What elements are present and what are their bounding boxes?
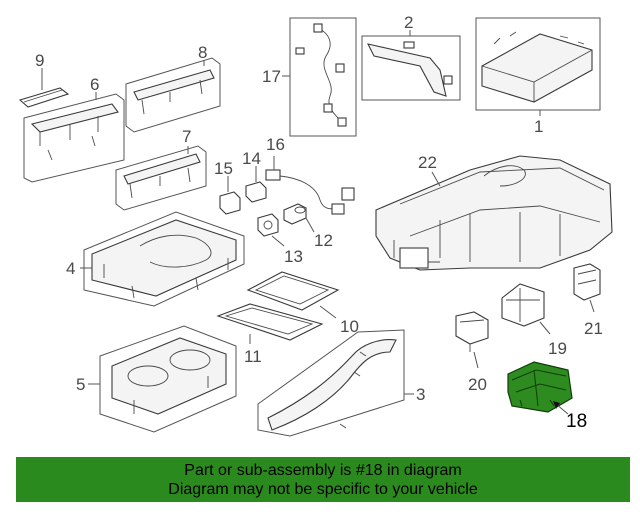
part-5-cup-holder xyxy=(99,325,237,433)
part-12-button xyxy=(283,203,307,225)
callout-4: 4 xyxy=(66,259,75,278)
callout-19: 19 xyxy=(548,339,567,358)
callout-10: 10 xyxy=(340,317,359,336)
callout-5: 5 xyxy=(76,375,85,394)
callout-9: 9 xyxy=(35,51,44,70)
callout-12: 12 xyxy=(314,231,333,250)
part-20-switch xyxy=(455,311,489,352)
part-18-switch-highlighted[interactable] xyxy=(507,361,573,413)
callout-2: 2 xyxy=(404,13,413,32)
callout-7: 7 xyxy=(182,127,191,146)
part-9-clip xyxy=(18,87,70,108)
part-3-side-panel xyxy=(257,329,405,437)
part-17-harness xyxy=(289,17,357,137)
part-15-switch xyxy=(219,191,241,215)
callout-21: 21 xyxy=(584,319,603,338)
part-10-tray-mat xyxy=(246,271,340,311)
part-4-console-frame xyxy=(83,211,245,307)
part-16-sensor-wire xyxy=(265,169,355,215)
part-6-panel xyxy=(23,93,125,183)
part-22-console-body xyxy=(375,155,613,271)
callout-15: 15 xyxy=(214,159,233,178)
part-14-switch xyxy=(245,181,267,203)
notice-banner: Part or sub-assembly is #18 in diagram D… xyxy=(16,457,630,502)
callout-17: 17 xyxy=(262,67,281,86)
callout-22: 22 xyxy=(418,153,437,172)
part-7-bracket xyxy=(115,145,207,211)
callout-11: 11 xyxy=(244,347,262,366)
part-8-bracket xyxy=(125,57,221,133)
banner-line-1: Part or sub-assembly is #18 in diagram xyxy=(184,462,462,479)
callout-14: 14 xyxy=(242,149,261,168)
callout-16: 16 xyxy=(266,135,285,154)
callout-13: 13 xyxy=(284,247,303,266)
callout-1: 1 xyxy=(534,117,543,136)
callout-20: 20 xyxy=(468,375,487,394)
callout-18: 18 xyxy=(566,411,587,432)
part-21-switch xyxy=(573,263,601,301)
part-19-switch xyxy=(501,283,545,327)
part-13-knob xyxy=(257,213,279,237)
callout-3: 3 xyxy=(416,385,425,404)
part-1-control-module xyxy=(475,17,601,111)
banner-line-2: Diagram may not be specific to your vehi… xyxy=(168,481,478,498)
callout-6: 6 xyxy=(90,75,99,94)
part-11-tray-mat xyxy=(216,303,324,341)
callout-8: 8 xyxy=(198,43,207,62)
part-2-bracket xyxy=(361,35,461,101)
